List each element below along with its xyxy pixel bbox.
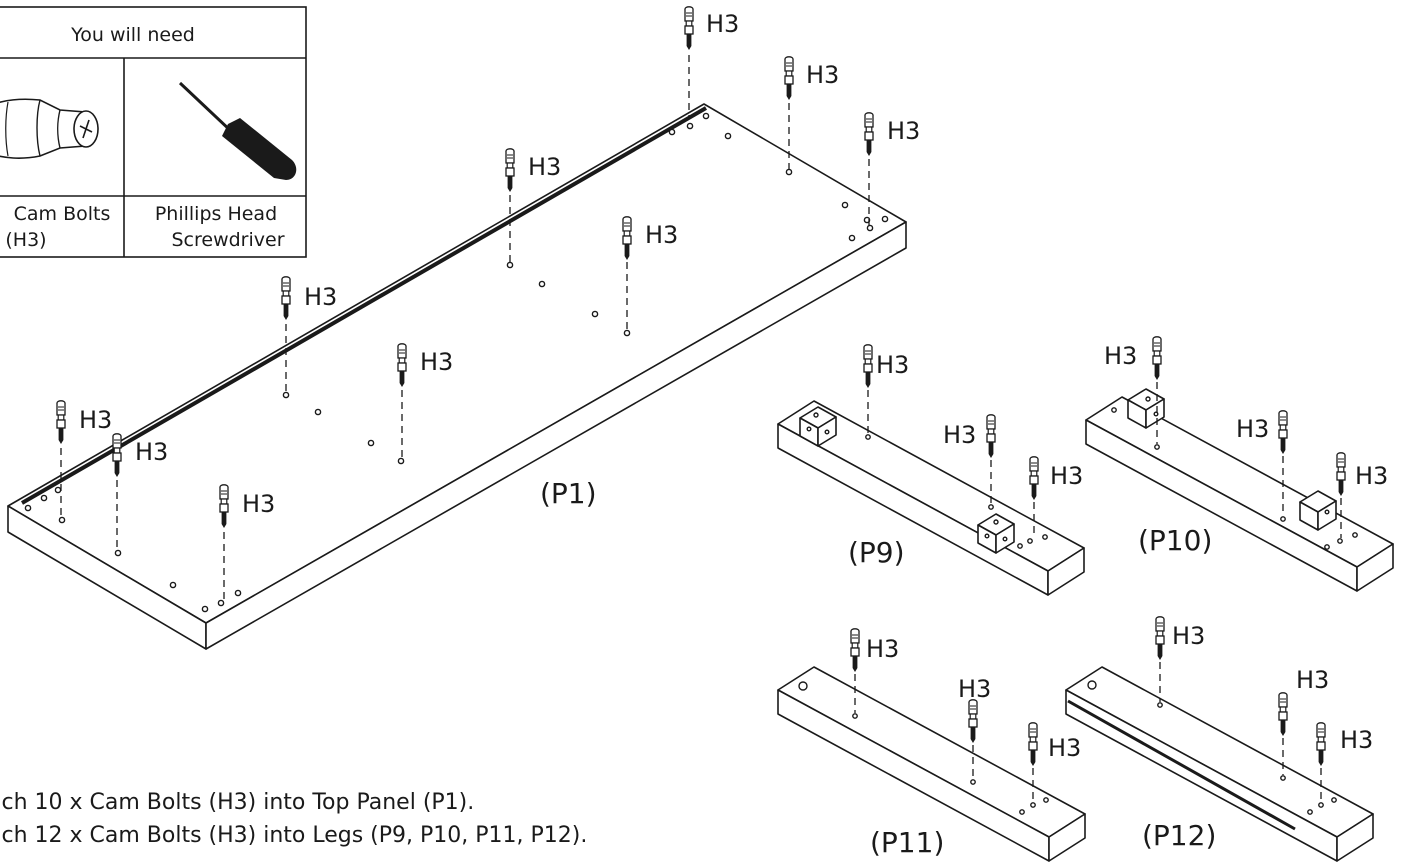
bolt-label: H3 [1355, 462, 1388, 490]
cam-bolts-label: Cam Bolts [14, 203, 111, 225]
bolt-label: H3 [645, 221, 678, 249]
bolt-label: H3 [242, 490, 275, 518]
tools-table: You will need Cam Bolts (H3) Phillips He… [0, 6, 307, 258]
cam-bolt-icon [0, 98, 99, 159]
instruction-step-2: ach 12 x Cam Bolts (H3) into Legs (P9, P… [0, 823, 588, 848]
tools-table-header: You will need [70, 24, 195, 46]
screwdriver-label: Phillips Head [155, 203, 277, 225]
part-label-p9: (P9) [848, 536, 905, 569]
bolt-label: H3 [1104, 342, 1137, 370]
bolt-label: H3 [1340, 726, 1373, 754]
bolt-label: H3 [420, 348, 453, 376]
cam-bolts-code: (H3) [5, 229, 46, 251]
bolt-label: H3 [958, 675, 991, 703]
bolt-label: H3 [304, 283, 337, 311]
leg-p12 [1065, 616, 1374, 862]
bolt-label: H3 [1296, 666, 1329, 694]
bolt-label: H3 [1050, 462, 1083, 490]
bolt-label: H3 [943, 421, 976, 449]
bolt-label: H3 [135, 438, 168, 466]
p1-bolt-labels: H3 H3 H3 H3 H3 H3 H3 H3 H3 H3 [79, 10, 920, 518]
bolt-label: H3 [887, 117, 920, 145]
bolt-label: H3 [876, 351, 909, 379]
bolt-label: H3 [1236, 415, 1269, 443]
part-label-p11: (P11) [870, 826, 944, 859]
bolt-label: H3 [1048, 734, 1081, 762]
bolt-label: H3 [806, 61, 839, 89]
instruction-step-1: ach 10 x Cam Bolts (H3) into Top Panel (… [0, 790, 475, 815]
bolt-label: H3 [528, 153, 561, 181]
bolt-label: H3 [1172, 622, 1205, 650]
screwdriver-icon [178, 81, 297, 180]
part-label-p12: (P12) [1142, 819, 1216, 852]
part-label-p1: (P1) [540, 477, 597, 510]
bolt-label: H3 [79, 406, 112, 434]
panel-holes [24, 112, 889, 613]
leg-p11 [777, 628, 1086, 862]
leg-p10 [1085, 336, 1394, 592]
leg-p9 [777, 344, 1085, 596]
p1-bolts [56, 6, 874, 600]
bolt-label: H3 [866, 635, 899, 663]
top-panel-p1 [7, 103, 907, 650]
bolt-label: H3 [706, 10, 739, 38]
screwdriver-label-2: Screwdriver [171, 229, 284, 251]
part-label-p10: (P10) [1138, 524, 1212, 557]
